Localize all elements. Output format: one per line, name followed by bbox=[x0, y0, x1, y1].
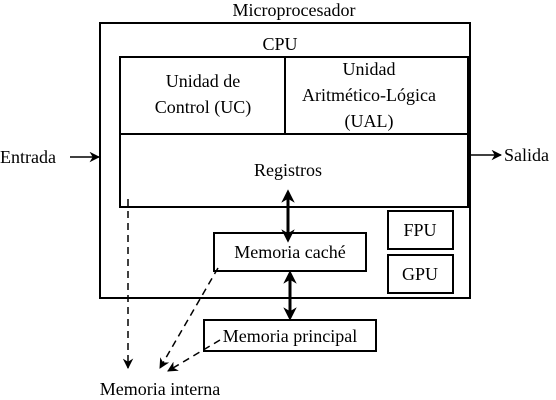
cache-label: Memoria caché bbox=[234, 242, 345, 262]
alu-line2: Aritmético-Lógica bbox=[302, 85, 436, 105]
registers-label: Registros bbox=[254, 160, 322, 180]
input-label: Entrada bbox=[0, 147, 56, 167]
main-memory-internal-memory-arrow bbox=[167, 339, 221, 372]
control-unit-line2: Control (UC) bbox=[155, 97, 252, 118]
gpu-box bbox=[387, 254, 454, 294]
control-unit: Unidad de Control (UC) bbox=[155, 71, 252, 118]
cache-internal-memory-arrow bbox=[159, 267, 219, 369]
alu-line1: Unidad bbox=[343, 59, 396, 79]
fpu-label: FPU bbox=[403, 220, 436, 240]
control-unit-line1: Unidad de bbox=[166, 71, 240, 91]
main-memory-box bbox=[203, 319, 377, 352]
gpu-label: GPU bbox=[402, 264, 438, 284]
internal-memory-label: Memoria interna bbox=[100, 379, 220, 399]
alu: Unidad Aritmético-Lógica (UAL) bbox=[302, 59, 436, 132]
cpu-label: CPU bbox=[262, 34, 297, 54]
alu-line3: (UAL) bbox=[345, 111, 394, 132]
output-label: Salida bbox=[504, 145, 549, 165]
main-memory-label: Memoria principal bbox=[223, 326, 357, 346]
microprocessor-label: Microprocesador bbox=[233, 0, 356, 20]
fpu-box bbox=[387, 210, 454, 250]
